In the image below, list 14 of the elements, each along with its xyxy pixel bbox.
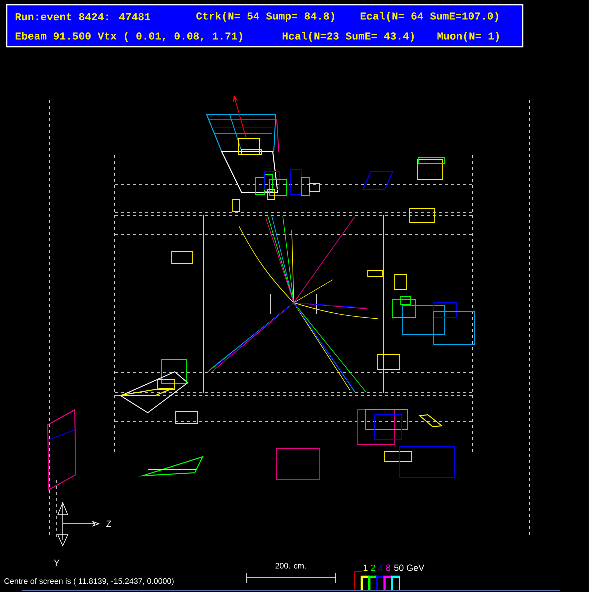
header-text: Ctrk(N= 54 Sump= 84.8) [196, 12, 334, 22]
axis-label: Y [54, 560, 60, 566]
header-text: Ecal(N= 64 SumE=107.0) [360, 12, 498, 22]
energy-scale-label: 50 GeV [394, 564, 425, 572]
energy-scale-label: 4 [378, 564, 384, 572]
scale-label: 200. cm. [276, 563, 306, 569]
status-text: Centre of screen is ( 11.8139, -15.2437, 0.0000) [4, 578, 174, 586]
header-text: Hcal(N=23 SumE= 43.4) [282, 32, 414, 42]
energy-scale-label: 1 [364, 564, 368, 572]
header-text: Run:event 8424: 47481 [16, 13, 150, 21]
header-text: Ebeam 91.500 Vtx ( 0.01, 0.08, 1.71) [16, 32, 242, 42]
energy-scale-label: 8 [386, 564, 391, 572]
header-text: Muon(N= 1) [438, 32, 499, 42]
energy-scale-label: 2 [371, 564, 376, 572]
